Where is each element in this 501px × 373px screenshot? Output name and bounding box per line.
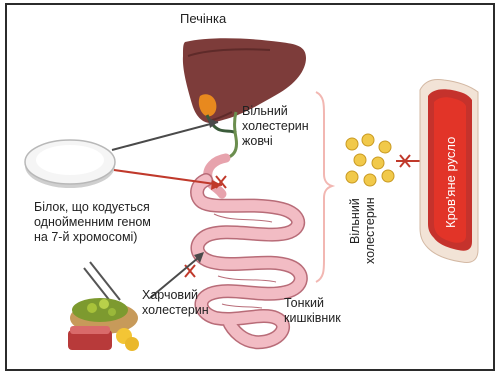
small-intestine-line-2: кишківник (284, 311, 341, 326)
free-bile-cholesterol-line-2: холестерин (242, 119, 309, 134)
free-bile-cholesterol-line-3: жовчі (242, 134, 273, 149)
free-cholesterol-line-1: Вільний (348, 198, 363, 244)
bloodstream-label: Кров'яне русло (443, 137, 458, 228)
dietary-cholesterol-line-1: Харчовий (142, 288, 198, 303)
protein-disc-icon (25, 140, 115, 188)
protein-label-line-1: Білок, що кодується (34, 200, 150, 215)
small-intestine-line-1: Тонкий (284, 296, 324, 311)
free-bile-cholesterol-line-1: Вільний (242, 104, 288, 119)
protein-label-line-3: на 7-й хромосомі) (34, 230, 137, 245)
liver-label: Печінка (180, 11, 226, 26)
protein-label-line-2: однойменним геном (34, 215, 151, 230)
dietary-cholesterol-line-2: холестерин (142, 303, 209, 318)
free-cholesterol-line-2: холестерин (363, 197, 378, 264)
